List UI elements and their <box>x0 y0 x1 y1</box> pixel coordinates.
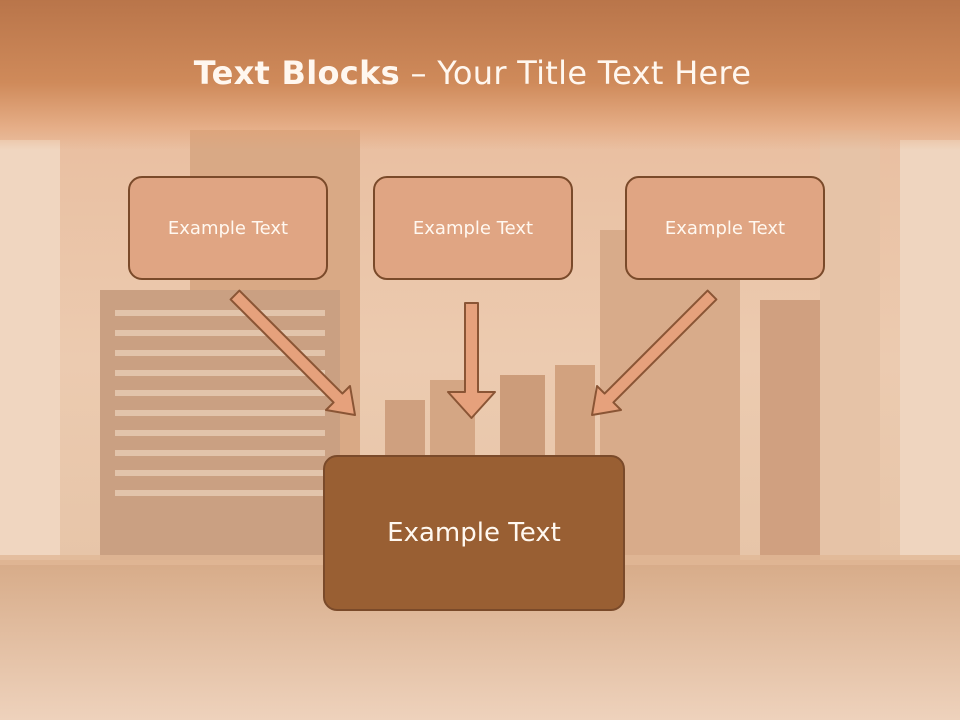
title-bar <box>0 0 960 150</box>
text-block-top-right[interactable]: Example Text <box>625 176 825 280</box>
text-block-label: Example Text <box>664 217 786 239</box>
arrow-center-icon <box>447 302 496 419</box>
arrow-left-icon <box>229 289 356 416</box>
text-block-label: Example Text <box>167 217 289 239</box>
text-block-top-center[interactable]: Example Text <box>373 176 573 280</box>
title-bold: Text Blocks <box>193 54 401 92</box>
title-rest: Your Title Text Here <box>437 54 752 92</box>
title-separator: – <box>400 54 438 92</box>
text-block-top-left[interactable]: Example Text <box>128 176 328 280</box>
text-block-label: Example Text <box>387 518 561 548</box>
text-block-bottom[interactable]: Example Text <box>323 455 625 611</box>
arrow-right-icon <box>591 289 718 416</box>
slide-title[interactable]: Text Blocks – Your Title Text Here <box>0 54 945 92</box>
text-block-label: Example Text <box>412 217 534 239</box>
